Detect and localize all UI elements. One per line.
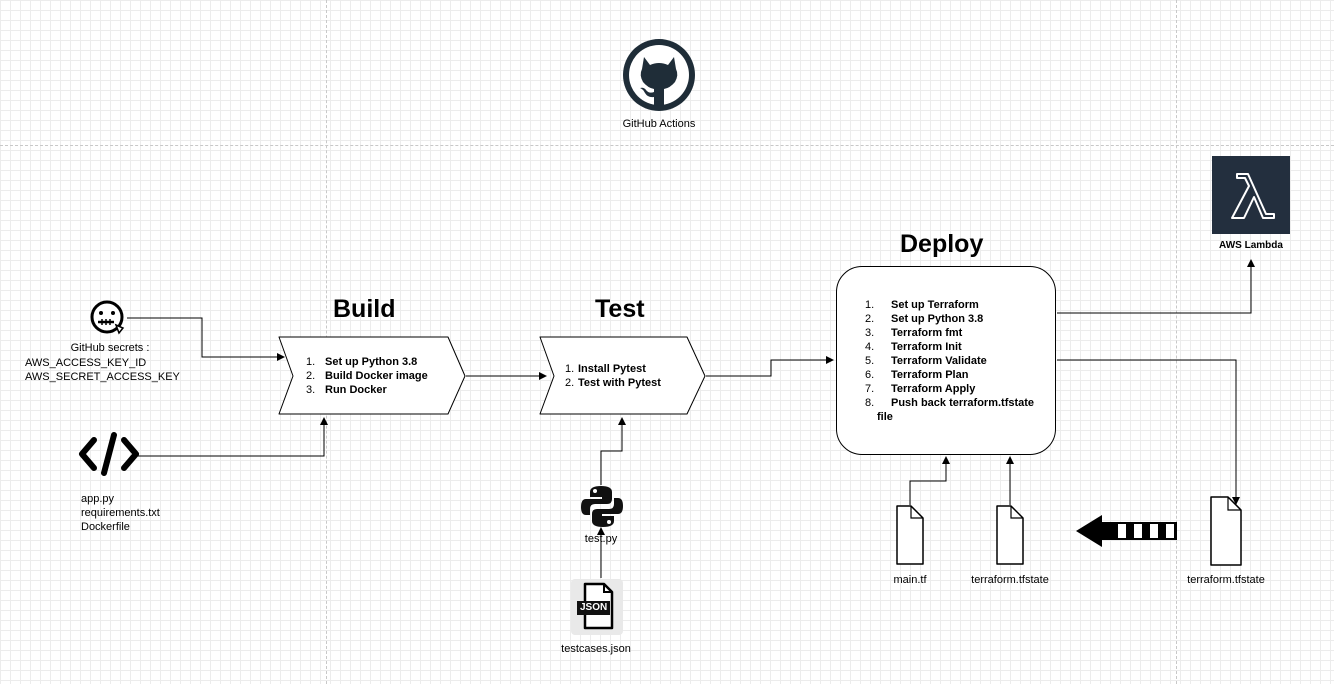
test-step: 2.Test with Pytest xyxy=(565,376,661,390)
deploy-step: 8. Push back terraform.tfstate xyxy=(865,396,1034,410)
deploy-step: 5. Terraform Validate xyxy=(865,354,1034,368)
connector-code-build xyxy=(137,417,328,457)
deploy-step: 3. Terraform fmt xyxy=(865,326,1034,340)
step-number: 7. xyxy=(865,383,875,395)
secret-key: AWS_SECRET_ACCESS_KEY xyxy=(25,371,180,383)
build-step: 3. Run Docker xyxy=(306,383,428,397)
document-icon xyxy=(1210,496,1242,566)
step-number: 1. xyxy=(306,356,316,368)
connector-deploy-lambda xyxy=(1057,259,1255,314)
document-icon xyxy=(896,505,924,565)
test-step: 1.Install Pytest xyxy=(565,362,661,376)
github-actions-label: GitHub Actions xyxy=(622,118,696,130)
secret-key: AWS_ACCESS_KEY_ID xyxy=(25,357,147,369)
connector-secrets-build xyxy=(127,317,285,361)
step-number: 1. xyxy=(565,363,575,375)
deploy-title: Deploy xyxy=(900,230,984,258)
step-number: 1. xyxy=(865,299,875,311)
deploy-steps: 1. Set up Terraform 2. Set up Python 3.8 3… xyxy=(865,298,1034,424)
step-number: 3. xyxy=(865,327,875,339)
test-title: Test xyxy=(595,295,645,323)
connector-maintf-deploy xyxy=(909,456,950,505)
main-tf-label: main.tf xyxy=(893,574,927,586)
step-label: Terraform fmt xyxy=(891,327,963,339)
deploy-step: 1. Set up Terraform xyxy=(865,298,1034,312)
step-label: Set up Python 3.8 xyxy=(891,313,984,325)
build-steps: 1. Set up Python 3.8 2. Build Docker image… xyxy=(306,355,428,397)
test-cases-label: testcases.json xyxy=(561,643,631,655)
lambda-symbol xyxy=(1231,173,1275,219)
connector-testpy-test xyxy=(600,417,626,485)
step-label: Set up Python 3.8 xyxy=(325,356,418,368)
python-icon xyxy=(581,486,623,527)
code-icon xyxy=(79,432,139,476)
test-stage-shape xyxy=(539,336,706,415)
step-number: 6. xyxy=(865,369,875,381)
step-label: file xyxy=(877,411,893,423)
source-file-label: Dockerfile xyxy=(81,521,130,533)
deploy-step: 6. Terraform Plan xyxy=(865,368,1034,382)
secrets-title: GitHub secrets : xyxy=(70,342,150,354)
build-step: 1. Set up Python 3.8 xyxy=(306,355,428,369)
step-label: Install Pytest xyxy=(578,363,646,375)
connector-deploy-state xyxy=(1057,359,1240,505)
aws-lambda-label: AWS Lambda xyxy=(1219,240,1283,251)
source-file-label: requirements.txt xyxy=(81,507,160,519)
document-icon xyxy=(996,505,1024,565)
tfstate-store-label: terraform.tfstate xyxy=(1187,574,1265,586)
step-label: Terraform Validate xyxy=(891,355,987,367)
build-title: Build xyxy=(333,295,396,323)
deploy-step: 4. Terraform Init xyxy=(865,340,1034,354)
step-label: Push back terraform.tfstate xyxy=(891,397,1035,409)
step-number: 2. xyxy=(865,313,875,325)
source-file-label: app.py xyxy=(81,493,115,505)
striped-arrow-icon xyxy=(1076,515,1177,547)
build-stage-shape xyxy=(278,336,466,415)
json-badge: JSON xyxy=(577,601,611,615)
deploy-stage-box xyxy=(836,266,1056,455)
step-label: Terraform Plan xyxy=(891,369,969,381)
step-number: 2. xyxy=(306,370,316,382)
step-number: 8. xyxy=(865,397,875,409)
test-steps: 1.Install Pytest 2.Test with Pytest xyxy=(565,362,661,390)
step-number: 4. xyxy=(865,341,875,353)
deploy-step-continuation: file xyxy=(865,410,1034,424)
test-script-label: test.py xyxy=(584,533,618,545)
github-icon xyxy=(623,39,695,111)
step-label: Set up Terraform xyxy=(891,299,979,311)
step-number: 2. xyxy=(565,377,575,389)
step-label: Terraform Init xyxy=(891,341,962,353)
tfstate-input-label: terraform.tfstate xyxy=(971,574,1049,586)
step-label: Terraform Apply xyxy=(891,383,976,395)
step-label: Test with Pytest xyxy=(578,377,661,389)
json-file-icon: JSON xyxy=(571,579,623,635)
deploy-step: 2. Set up Python 3.8 xyxy=(865,312,1034,326)
deploy-step: 7. Terraform Apply xyxy=(865,382,1034,396)
guide-line xyxy=(0,145,1334,146)
step-number: 3. xyxy=(306,384,316,396)
secret-face-icon xyxy=(90,300,125,335)
guide-line xyxy=(1176,0,1177,684)
step-label: Run Docker xyxy=(325,384,387,396)
lambda-icon xyxy=(1212,156,1290,234)
connector-test-deploy xyxy=(706,356,834,377)
build-step: 2. Build Docker image xyxy=(306,369,428,383)
step-label: Build Docker image xyxy=(325,370,428,382)
step-number: 5. xyxy=(865,355,875,367)
